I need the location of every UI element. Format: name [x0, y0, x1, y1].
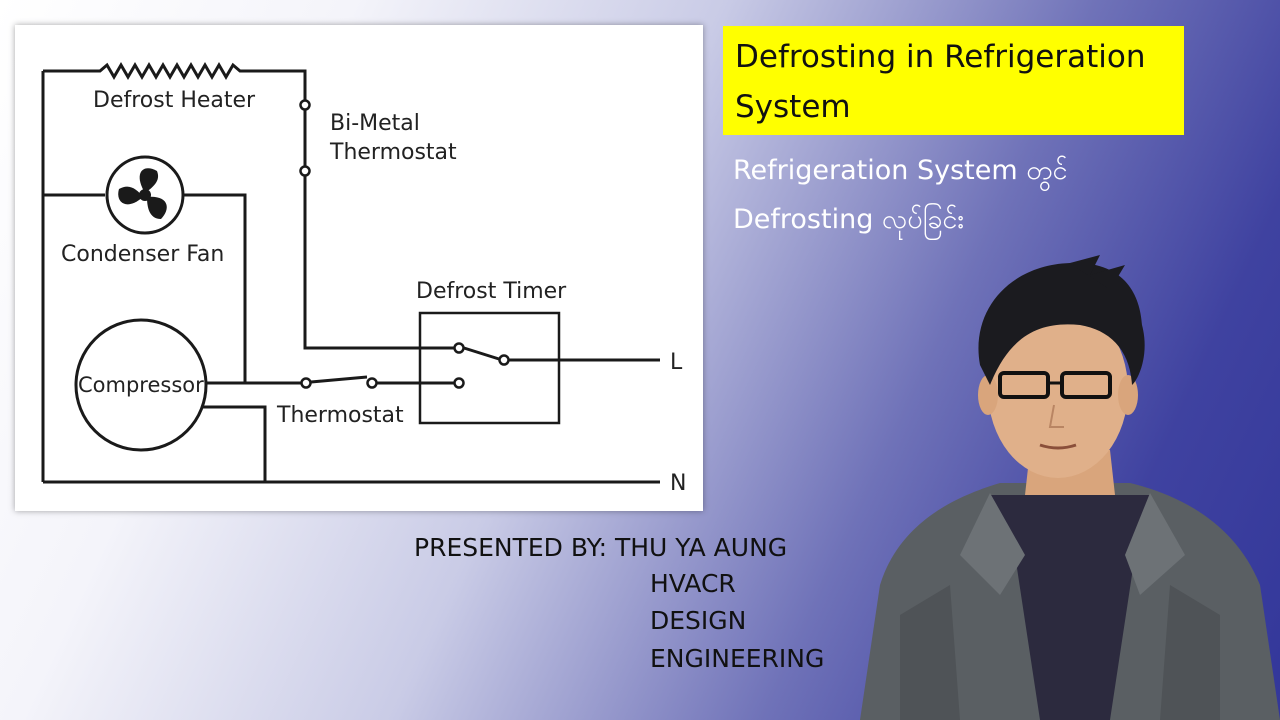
line-n-label: N [670, 471, 686, 496]
defrost-timer-label: Defrost Timer [416, 279, 567, 304]
bimetal-label-line2: Thermostat [329, 140, 457, 165]
subtitle-line1: Refrigeration System တွင် [733, 155, 1068, 186]
thermostat-label: Thermostat [276, 403, 404, 428]
compressor-circle [74, 318, 208, 452]
defrost-timer-box [418, 311, 561, 425]
line-l-label: L [670, 350, 683, 375]
timer-common-contact [498, 354, 510, 366]
title-line2: System [735, 89, 851, 125]
presenter-title-line2: HVACR [650, 569, 736, 598]
timer-contact-lower [453, 377, 465, 389]
condenser-fan-label: Condenser Fan [61, 242, 224, 267]
defrost-heater-label: Defrost Heater [93, 88, 256, 113]
presenter-title-line4: ENGINEERING [650, 644, 825, 673]
bimetal-to-timer-wire [303, 176, 455, 350]
title-line1: Defrosting in Refrigeration [735, 39, 1146, 75]
thermostat-contact-left [300, 377, 312, 389]
presenter-photo [860, 255, 1280, 720]
wiring-diagram: Defrost Heater Bi-Metal Thermostat Conde… [41, 62, 686, 496]
timer-switch-arm [463, 346, 500, 361]
defrost-heater-resistor [43, 62, 307, 101]
fan-icon [118, 168, 167, 219]
subtitle-line2: Defrosting လုပ်ခြင်း [733, 204, 965, 235]
presenter-title-line3: DESIGN [650, 606, 747, 635]
bimetal-label-line1: Bi-Metal [330, 111, 420, 136]
fan-right-wire [183, 193, 247, 383]
thermostat-contact-right [366, 377, 378, 389]
wiring-diagram-panel: Defrost Heater Bi-Metal Thermostat Conde… [15, 25, 703, 511]
title-box: Defrosting in Refrigeration System [723, 26, 1184, 135]
bimetal-contact-top [299, 99, 311, 111]
compressor-to-neutral-wire [201, 405, 267, 482]
compressor-label: Compressor [78, 373, 204, 397]
timer-contact-upper [453, 342, 465, 354]
presenter-name: PRESENTED BY: THU YA AUNG [414, 533, 788, 562]
thermostat-switch-arm [310, 375, 368, 384]
bimetal-contact-bottom [299, 165, 311, 177]
